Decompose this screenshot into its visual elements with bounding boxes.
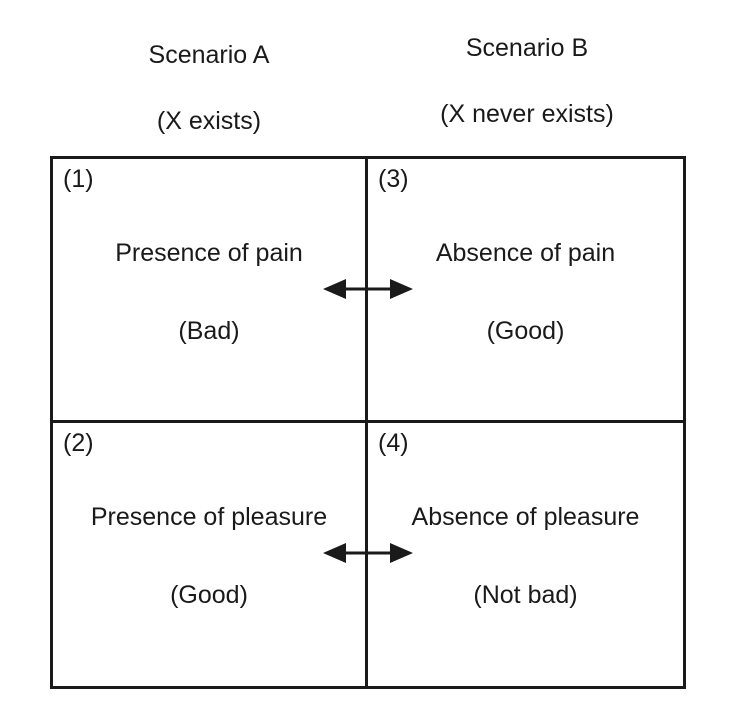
quadrant-3-label: Absence of pain: [435, 239, 616, 267]
scenario-a-subtitle: (X exists): [156, 107, 262, 135]
quadrant-3-valuation: (Good): [486, 317, 565, 345]
quadrant-1-valuation: (Bad): [178, 317, 240, 345]
quadrant-4-valuation: (Not bad): [473, 580, 578, 609]
quadrant-table: (1) Presence of pain (Bad) (3) Absence o…: [50, 156, 686, 689]
quadrant-1-label: Presence of pain: [115, 239, 303, 267]
quadrant-2-valuation: (Good): [170, 580, 248, 609]
quadrant-3-number: (3): [378, 165, 409, 193]
double-headed-arrow-icon: [323, 279, 413, 299]
quadrant-4-number: (4): [378, 428, 409, 457]
quadrant-2-label: Presence of pleasure: [90, 502, 328, 531]
scenario-b-subtitle: (X never exists): [440, 100, 614, 128]
quadrant-4-label: Absence of pleasure: [411, 502, 640, 531]
quadrant-2-number: (2): [63, 428, 94, 457]
quadrant-3: (3) Absence of pain (Good): [368, 159, 683, 423]
quadrant-2: (2) Presence of pleasure (Good): [53, 422, 368, 686]
quadrant-4: (4) Absence of pleasure (Not bad): [368, 423, 683, 687]
quadrant-1: (1) Presence of pain (Bad): [53, 159, 368, 423]
quadrant-1-number: (1): [63, 165, 94, 193]
double-headed-arrow-icon: [323, 543, 413, 563]
scenario-a-title: Scenario A: [148, 41, 270, 69]
scenario-b-title: Scenario B: [465, 34, 589, 62]
